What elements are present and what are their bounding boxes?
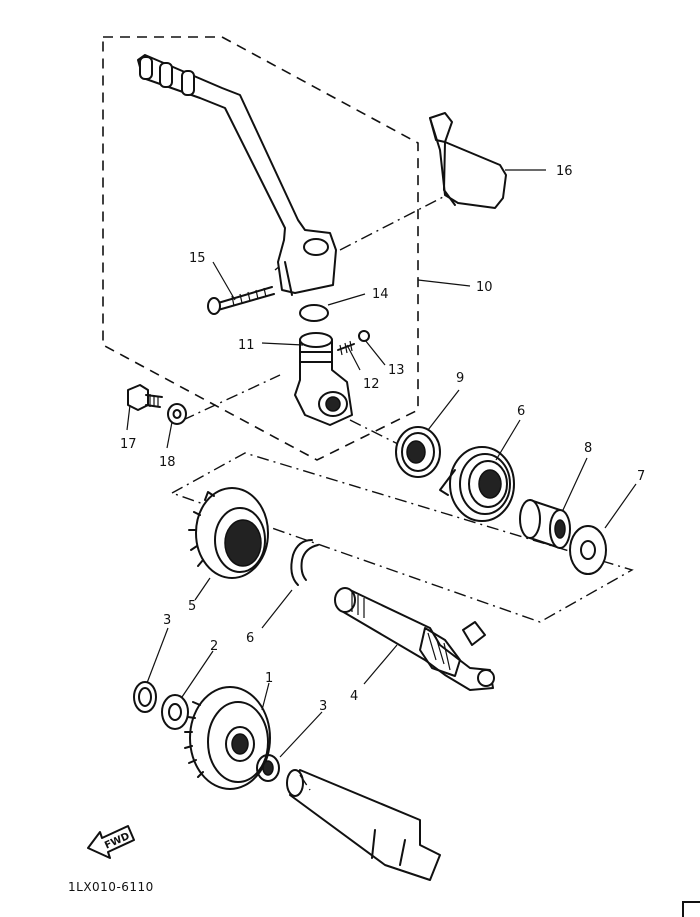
fwd-arrow-icon: FWD [87,825,135,859]
callout-16: 15 [189,251,206,266]
callout-labels: 16 10 14 15 11 12 13 17 18 9 6 8 7 5 6 3… [120,164,645,714]
leader-lines [126,169,637,758]
part-circlip-3a [133,681,157,713]
part-kick-axle-4 [334,587,495,691]
part-circlip-3b [256,754,280,782]
callout-6: 6 [246,631,254,646]
part-washer-2 [161,694,189,730]
callout-10: 9 [456,371,464,386]
callout-11: 10 [476,280,493,295]
part-spring-13 [337,340,355,356]
callout-1: 1 [265,671,273,686]
callout-4: 4 [350,689,358,704]
callout-18: 17 [120,437,137,452]
part-idle-gear-1 [184,686,271,790]
part-torsion-spring-7 [439,446,515,522]
callout-2: 2 [210,639,218,654]
callout-13: 12 [363,377,380,392]
callout-14: 13 [388,363,405,378]
callout-9: 8 [584,441,592,456]
part-washer-8 [569,525,607,575]
part-bolt-18 [127,384,163,411]
part-ball-14 [358,330,370,342]
part-collar-9 [519,499,571,549]
part-o-ring-15 [299,304,329,322]
callout-3-lower: 3 [319,699,327,714]
callout-3-upper: 3 [163,613,171,628]
callout-15: 14 [372,287,389,302]
part-washer-19 [167,403,187,425]
part-shaft [286,769,441,881]
callout-5: 5 [188,599,196,614]
callout-19: 18 [159,455,176,470]
part-circlip-6 [290,539,319,586]
part-kick-crank [137,54,337,296]
kick-lever-assembly-boundary [102,36,419,461]
callout-8: 7 [637,469,645,484]
callout-7: 6 [517,404,525,419]
part-oil-seal-10 [395,426,441,478]
callout-17: 16 [556,164,573,179]
part-code: 1LX010-6110 [68,880,154,894]
part-ratchet-gear-5 [188,487,269,579]
part-kick-boss-cover [429,112,507,209]
callout-12: 11 [238,338,255,353]
part-bolt-16 [207,286,275,315]
part-kick-shaft-12 [294,332,353,426]
page-corner-mark [682,901,700,917]
